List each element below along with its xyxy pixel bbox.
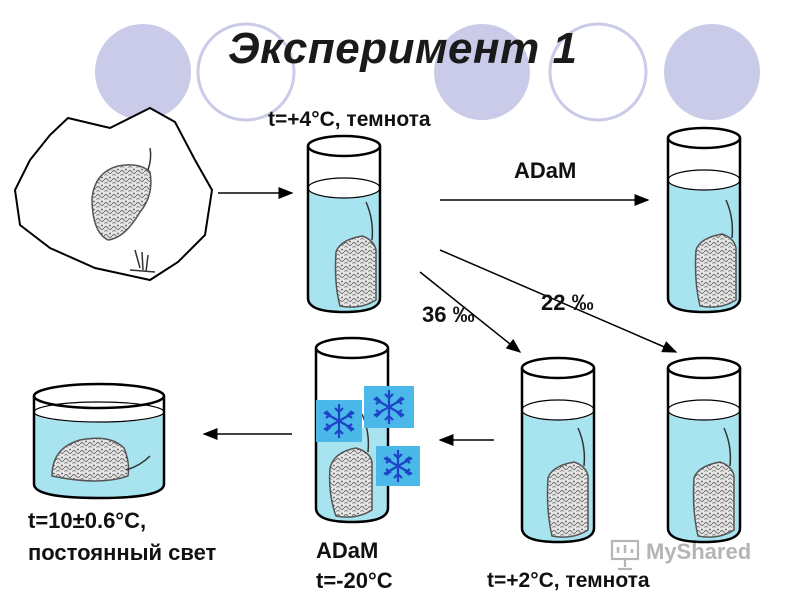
sponge-stalk — [361, 413, 370, 453]
sponge-icon — [334, 235, 377, 308]
beaker-freezing — [314, 336, 390, 524]
beaker-bottom-right — [666, 356, 742, 544]
watermark-text: MyShared — [646, 539, 752, 564]
decor-circle — [664, 24, 760, 120]
beaker-wide-bottom-left — [32, 382, 166, 500]
page-title: Эксперимент 1 — [228, 24, 578, 73]
water-surface — [667, 399, 741, 421]
decor-circle — [434, 24, 530, 120]
beaker-top-right — [666, 126, 742, 314]
bottom-right-condition-label: t=+2°C, темнота — [487, 569, 650, 592]
arrow-icon — [419, 271, 522, 353]
sponge-icon — [546, 461, 589, 538]
decor-circle — [548, 22, 648, 122]
salinity-22-label: 22 ‰ — [541, 290, 594, 315]
beaker-bottom-mid — [520, 356, 596, 544]
decor-circle — [95, 24, 191, 120]
decor-circle — [196, 22, 296, 122]
adam-bottom-label: ADaM — [316, 538, 379, 563]
beaker-top-center — [306, 134, 382, 314]
snowflakes — [316, 386, 420, 486]
sponge-icon — [692, 461, 735, 538]
snowflake-icon — [364, 386, 414, 428]
water-surface — [667, 169, 741, 191]
sponge-icon — [51, 437, 130, 482]
beaker-rim — [666, 356, 742, 380]
snowflake-icon — [376, 446, 420, 486]
salinity-36-label: 36 ‰ — [422, 302, 475, 327]
sponge-stalk — [125, 455, 151, 471]
sponge-icon — [328, 447, 373, 518]
beaker-outline — [666, 368, 742, 544]
water-surface — [33, 401, 165, 423]
top-condition-label: t=+4°C, темнота — [268, 108, 431, 131]
bottom-left-light-label: постоянный свет — [28, 540, 217, 565]
beaker-outline — [666, 138, 742, 314]
arrow-icon — [439, 249, 678, 353]
beaker-outline — [32, 396, 166, 500]
water-surface — [307, 177, 381, 199]
watermark-icon-spacer — [612, 537, 642, 567]
beaker-rim — [32, 382, 166, 410]
beaker-outline — [520, 368, 596, 544]
decorative-circles — [95, 22, 760, 122]
watermark: MyShared — [612, 537, 751, 567]
beaker-rim — [306, 134, 382, 158]
sponge-stalk — [725, 199, 734, 239]
sponge-icon — [694, 233, 737, 308]
beaker-rim — [666, 126, 742, 150]
water-surface — [521, 399, 595, 421]
beaker-rim — [314, 336, 390, 360]
sponge-stalk — [365, 201, 374, 241]
beaker-rim — [520, 356, 596, 380]
freezing-temp-label: t=-20°C — [316, 568, 393, 593]
sponge-icon — [91, 164, 152, 241]
presentation-board-icon — [610, 539, 640, 571]
snowflake-icon — [316, 400, 362, 442]
sponge-stalk — [723, 427, 732, 467]
beaker-outline — [314, 348, 390, 524]
rock-with-sponge — [13, 106, 214, 282]
adam-top-label: ADaM — [514, 158, 577, 183]
bottom-left-temp-label: t=10±0.6°C, — [28, 508, 147, 533]
sponge-stalk — [147, 147, 152, 171]
grass-tuft — [129, 249, 156, 273]
sponge-stalk — [577, 427, 586, 467]
beaker-outline — [306, 146, 382, 314]
